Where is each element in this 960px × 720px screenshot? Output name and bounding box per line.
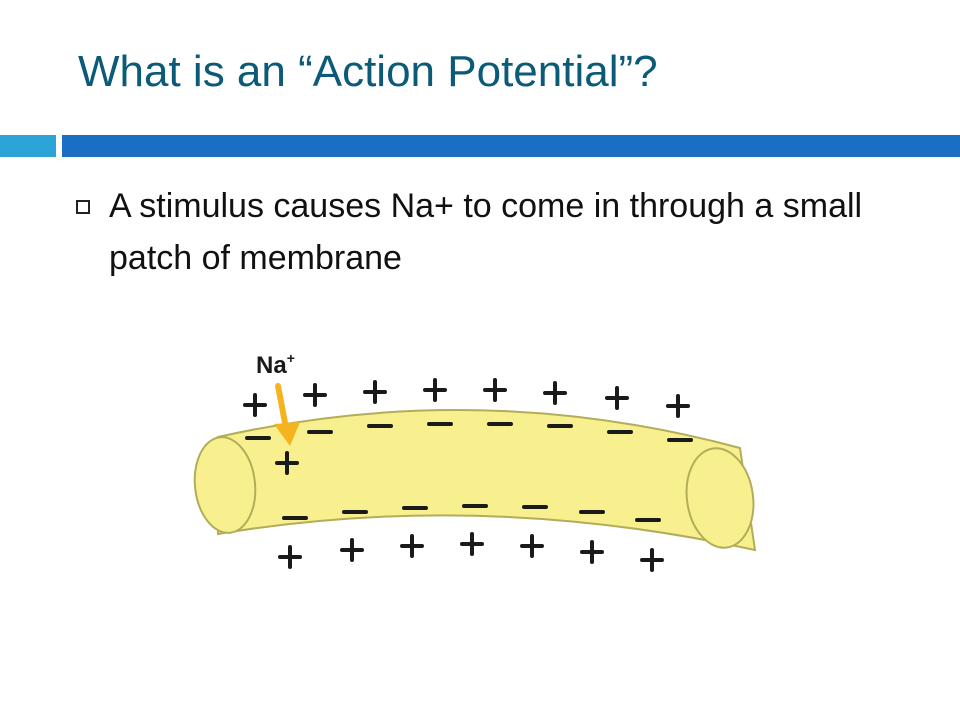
membrane-charges — [243, 378, 693, 572]
sodium-influx-arrow — [275, 383, 289, 431]
accent-bar-left — [0, 135, 56, 157]
outer-positive-charge — [640, 548, 664, 572]
outer-positive-charge — [423, 378, 447, 402]
axon-body — [217, 409, 757, 552]
outer-positive-charge — [605, 386, 629, 410]
outer-positive-charge — [666, 394, 690, 418]
outer-positive-charge — [278, 545, 302, 569]
outer-positive-charge — [483, 378, 507, 402]
outer-positive-charge — [340, 538, 364, 562]
sodium-arrow-head — [274, 422, 300, 446]
sodium-charge: + — [287, 350, 295, 366]
sodium-ion-label: Na+ — [256, 350, 295, 379]
bullet-item: A stimulus causes Na+ to come in through… — [76, 180, 936, 284]
bullet-text: A stimulus causes Na+ to come in through… — [109, 187, 863, 277]
outer-positive-charge — [520, 534, 544, 558]
axon-end-left — [193, 436, 257, 534]
outer-positive-charge — [303, 383, 327, 407]
axon-membrane-diagram: Na+ — [193, 350, 757, 572]
square-bullet-icon — [76, 200, 90, 214]
outer-positive-charge — [543, 381, 567, 405]
outer-positive-charge — [580, 540, 604, 564]
slide-title: What is an “Action Potential”? — [78, 47, 658, 96]
axon-end-right — [685, 447, 755, 549]
inner-positive-charge — [275, 451, 299, 475]
outer-positive-charge — [243, 393, 267, 417]
outer-positive-charge — [363, 380, 387, 404]
sodium-symbol: Na — [256, 352, 287, 379]
outer-positive-charge — [400, 534, 424, 558]
accent-bar-right — [62, 135, 960, 157]
outer-positive-charge — [460, 532, 484, 556]
